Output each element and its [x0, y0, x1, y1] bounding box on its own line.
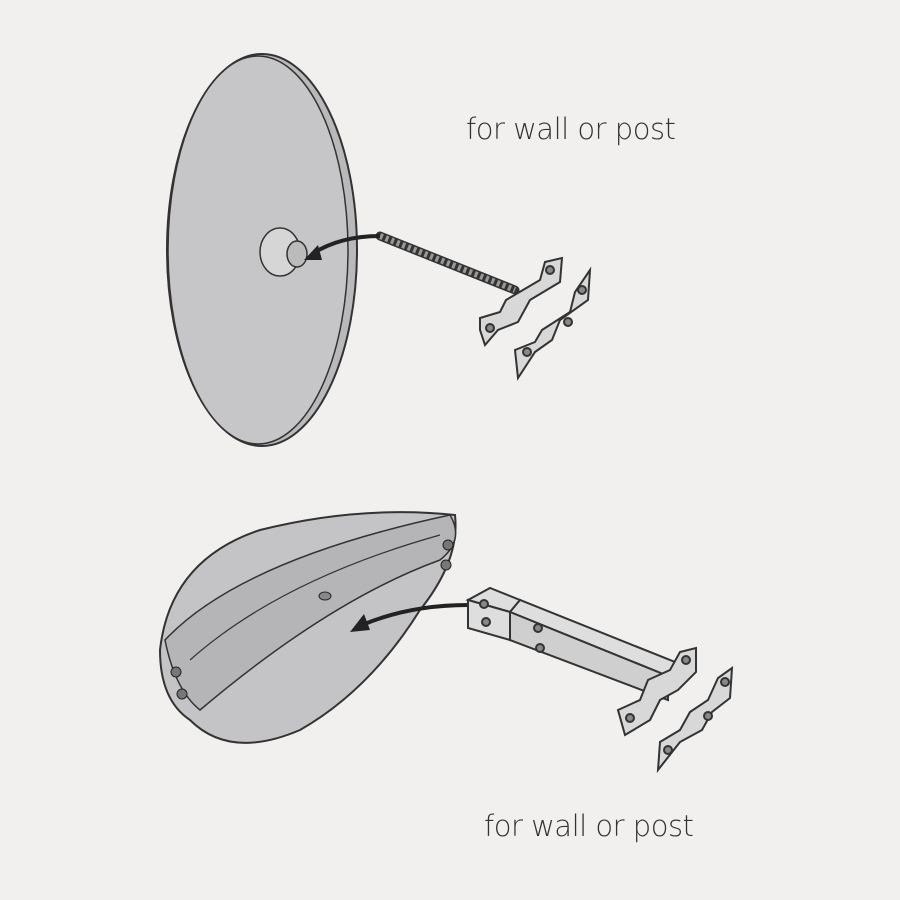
arrow-icon — [361, 603, 469, 627]
caption-bottom: for wall or post — [484, 809, 694, 843]
extension-arm — [465, 586, 682, 702]
threaded-rod — [375, 231, 520, 295]
dome-mirror — [158, 511, 457, 744]
arrow-head-icon — [304, 245, 322, 260]
bracket-clamp-bottom — [616, 646, 734, 774]
caption-top: for wall or post — [466, 112, 676, 146]
round-mirror — [166, 53, 358, 447]
arrow-head-icon — [350, 614, 370, 632]
bracket-clamp-top — [479, 256, 592, 381]
